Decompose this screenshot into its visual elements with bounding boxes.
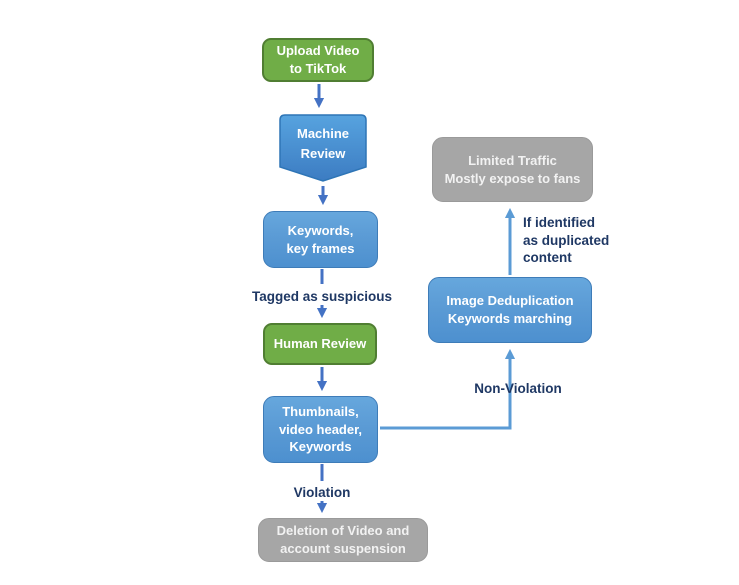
node-human-review: Human Review — [263, 323, 377, 365]
node-limited-traffic-label: Limited Traffic Mostly expose to fans — [444, 152, 581, 186]
node-keywords-keyframes: Keywords, key frames — [263, 211, 378, 268]
node-deletion: Deletion of Video and account suspension — [258, 518, 428, 562]
node-deletion-label: Deletion of Video and account suspension — [276, 523, 410, 556]
edge-label-violation: Violation — [293, 485, 351, 500]
banner-shape — [279, 114, 367, 182]
node-limited-traffic: Limited Traffic Mostly expose to fans — [432, 137, 593, 202]
node-upload-video: Upload Video to TikTok — [262, 38, 374, 82]
edge-label-if-identified: If identified as duplicated content — [523, 215, 610, 266]
node-keywords-keyframes-label: Keywords, key frames — [286, 222, 355, 256]
node-upload-video-label: Upload Video to TikTok — [276, 43, 360, 76]
node-machine-review-label: Machine Review — [296, 126, 349, 161]
node-machine-review: Machine Review — [279, 114, 367, 182]
node-thumbnails-label: Thumbnails, video header, Keywords — [278, 404, 363, 455]
edge-label-tagged-as-suspicious: Tagged as suspicious — [251, 289, 393, 304]
node-image-dedup-label: Image Deduplication Keywords marching — [446, 293, 574, 326]
node-human-review-label: Human Review — [273, 336, 367, 352]
edge-label-non-violation: Non-Violation — [474, 381, 562, 396]
node-image-dedup: Image Deduplication Keywords marching — [428, 277, 592, 343]
node-thumbnails: Thumbnails, video header, Keywords — [263, 396, 378, 463]
